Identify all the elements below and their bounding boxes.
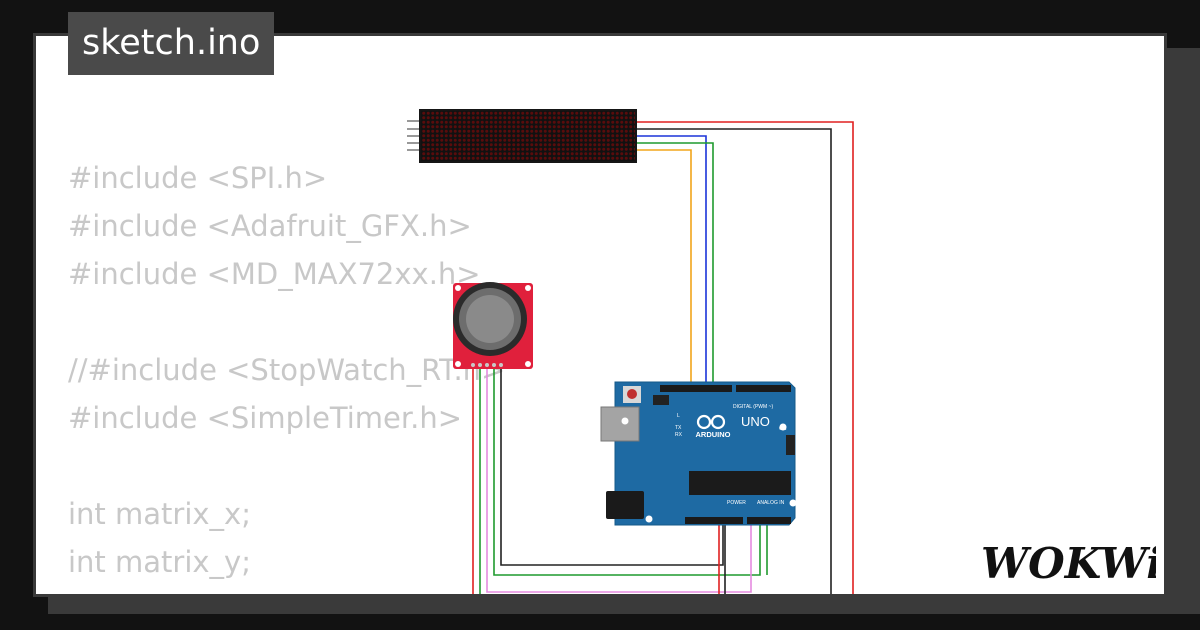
code-line: int matrix_x; — [68, 497, 251, 531]
wokwi-logo: WOKWi — [981, 539, 1156, 588]
file-tab-label: sketch.ino — [82, 23, 261, 63]
l-led-label: L — [677, 413, 680, 419]
wire-red — [635, 121, 854, 594]
code-line: #include <MD_MAX72xx.h> — [68, 257, 481, 291]
wire-joy-green — [493, 368, 761, 576]
wokwi-logo-text: WOKWi — [981, 539, 1156, 588]
code-line: #include <SPI.h> — [68, 161, 328, 195]
code-line: #include <SimpleTimer.h> — [68, 401, 463, 435]
circuit-diagram: ARDUINO UNO DIGITAL (PWM ~) POWER ANALOG… — [407, 109, 854, 594]
file-tab[interactable]: sketch.ino — [68, 12, 275, 75]
wires — [472, 121, 854, 594]
wire-orange — [635, 149, 692, 383]
wire-joy-pink — [486, 368, 752, 593]
code-line: int matrix_y; — [68, 545, 251, 579]
digital-header-label: DIGITAL (PWM ~) — [733, 404, 773, 410]
arduino-uno-board[interactable]: ARDUINO UNO DIGITAL (PWM ~) POWER ANALOG… — [600, 381, 797, 526]
wire-black — [635, 128, 832, 594]
rx-led-label: RX — [675, 432, 683, 438]
on-led-label: ON — [779, 426, 787, 432]
analog-header-label: ANALOG IN — [757, 500, 785, 506]
wire-joy-black — [500, 368, 724, 566]
preview-card: #include <SPI.h> #include <Adafruit_GFX.h… — [33, 33, 1167, 597]
board-model: UNO — [741, 414, 770, 429]
code-line: #include <Adafruit_GFX.h> — [68, 209, 472, 243]
wire-green — [635, 142, 714, 383]
joystick-module[interactable] — [453, 282, 533, 369]
board-brand: ARDUINO — [696, 430, 731, 439]
tx-led-label: TX — [675, 425, 682, 431]
led-matrix[interactable] — [407, 109, 637, 163]
code-preview: #include <SPI.h> #include <Adafruit_GFX.h… — [68, 154, 505, 586]
wire-blue — [635, 135, 707, 383]
power-header-label: POWER — [727, 500, 746, 506]
